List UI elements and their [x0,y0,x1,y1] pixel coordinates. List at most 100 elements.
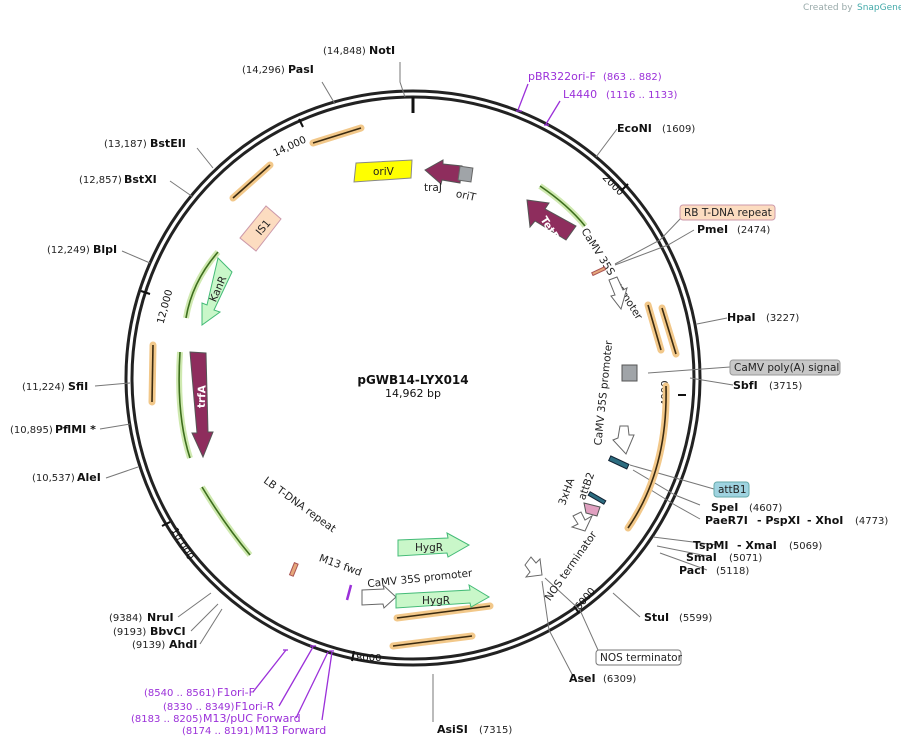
rb-leader [614,217,682,265]
site-coord-spei: (4607) [749,503,782,514]
site-coord-bbvci: (9193) [113,627,146,638]
site-asei[interactable]: AseI [569,672,596,685]
lb-tdna-feature[interactable] [288,562,299,577]
camv-promoter-3-arrow[interactable] [361,583,397,609]
trfa-feature[interactable] [189,351,214,459]
nos-leader [544,577,599,651]
site-coord-econi: (1609) [662,124,695,135]
tick-label-8000: 8000 [356,653,381,664]
traj-feature[interactable] [424,159,463,185]
tick-label-10000: 10,000 [168,526,195,562]
site-coord-bsteii: (13,187) [104,139,147,150]
site-bstxi[interactable]: BstXI [124,173,157,186]
site-coord-asei: (6309) [603,674,636,685]
is1-feature[interactable] [239,205,282,252]
gene-arc-glow [176,183,588,557]
site-sbfi[interactable]: SbfI [733,379,758,392]
site-asisi[interactable]: AsiSI [437,723,468,736]
primer-coord-l4440: (1116 .. 1133) [606,90,678,101]
hygr-1-feature[interactable] [397,532,471,558]
3xha-feature[interactable] [583,502,601,517]
site-ahdi[interactable]: AhdI [169,638,197,651]
site-noti[interactable]: NotI [369,44,395,57]
site-paer7i[interactable]: PaeR7I [705,514,748,527]
site-spei[interactable]: SpeI [711,501,738,514]
tick-label-14000: 14,000 [272,135,308,160]
rb-tdna-label: RB T-DNA repeat [684,207,772,219]
nos-terminator-arrow-1[interactable] [570,511,594,532]
site-pmei[interactable]: PmeI [697,223,728,236]
site-coord-ahdi: (9139) [132,640,165,651]
site-blpi[interactable]: BlpI [93,243,117,256]
tick-label-2000: 2000 [600,172,626,198]
site-bbvci[interactable]: BbvCI [150,625,186,638]
primer-coord-m13fwd: (8174 .. 8191) [182,726,254,737]
nos-box[interactable] [595,649,682,666]
primer-f1ori-f[interactable]: F1ori-F [217,686,255,699]
site-xhoi[interactable]: - XhoI [807,514,843,527]
site-xmai[interactable]: - XmaI [737,539,777,552]
site-coord-alei: (10,537) [32,473,75,484]
nos-terminator-arrow-2[interactable] [524,556,543,578]
tick-marks [140,118,686,662]
site-alei[interactable]: AleI [77,471,101,484]
plasmid-name: pGWB14-LYX014 [357,373,468,387]
primer-coord-pbr322ori-f: (863 .. 882) [603,72,662,83]
backbone-outer-ring [124,89,702,667]
trfa-label: trfA [196,384,209,408]
site-coord-asisi: (7315) [479,725,512,736]
primer-f1ori-r[interactable]: F1ori-R [235,700,275,713]
primer-m13-forward[interactable]: M13 Forward [255,724,326,737]
tetr-feature[interactable] [526,199,577,241]
site-stui[interactable]: StuI [644,611,669,624]
primer-pbr322ori-f[interactable]: pBR322ori-F [528,70,596,83]
hygr-1-label: HygR [415,542,443,554]
tick-label-12000: 12,000 [156,289,176,326]
rb-tdna-box[interactable] [679,204,776,221]
attb1-feature[interactable] [608,455,630,470]
site-coord-blpi: (12,249) [47,245,90,256]
site-coord-hpai: (3227) [766,313,799,324]
site-coord-xmai: (5069) [789,541,822,552]
site-coord-xhoi: (4773) [855,516,888,527]
primer-l4440[interactable]: L4440 [563,88,597,101]
site-econi[interactable]: EcoNI [617,122,652,135]
camv-promoter-2-arrow[interactable] [612,425,635,455]
site-sfii[interactable]: SfiI [68,380,88,393]
site-coord-noti: (14,848) [323,46,366,57]
site-pflmi[interactable]: PflMI * [55,423,96,436]
primer-coord-f1ori-f: (8540 .. 8561) [144,688,216,699]
site-smai[interactable]: SmaI [686,551,717,564]
orit-feature[interactable] [457,165,474,183]
camv-promoter-1-arrow[interactable] [608,276,628,311]
oriv-feature[interactable] [353,159,413,183]
site-tspmi[interactable]: TspMI [693,539,729,552]
site-bsteii[interactable]: BstEII [150,137,186,150]
camv-polya-feature[interactable] [621,364,638,382]
site-coord-smai: (5071) [729,553,762,564]
site-paci[interactable]: PacI [679,564,705,577]
primer-coord-m13puc: (8183 .. 8205) [131,714,203,725]
primer-m13puc-forward[interactable]: M13/pUC Forward [203,712,301,725]
attb1-box[interactable] [713,481,750,498]
site-pasi[interactable]: PasI [288,63,314,76]
orf-arrows [151,127,677,647]
site-coord-paci: (5118) [716,566,749,577]
hygr-2-feature[interactable] [395,583,490,609]
m13fwd-label: M13 fwd [317,552,363,579]
camv-promoter-1-label: CaMV 35S promoter [578,226,644,322]
3xha-label: 3xHA [556,476,577,507]
camv-polya-label: CaMV poly(A) signal [734,362,839,374]
site-leader-lines [94,62,734,722]
kanr-feature[interactable] [201,257,233,326]
camv-polya-box[interactable] [729,359,841,376]
traj-label: traJ [424,182,442,194]
site-pspxi[interactable]: - PspXI [757,514,800,527]
plasmid-size: 14,962 bp [385,387,441,400]
site-hpai[interactable]: HpaI [727,311,756,324]
attb1-label: attB1 [718,484,747,496]
attb2-feature[interactable] [587,491,607,505]
site-nrui[interactable]: NruI [147,611,174,624]
credit-prefix: Created by [803,3,853,13]
